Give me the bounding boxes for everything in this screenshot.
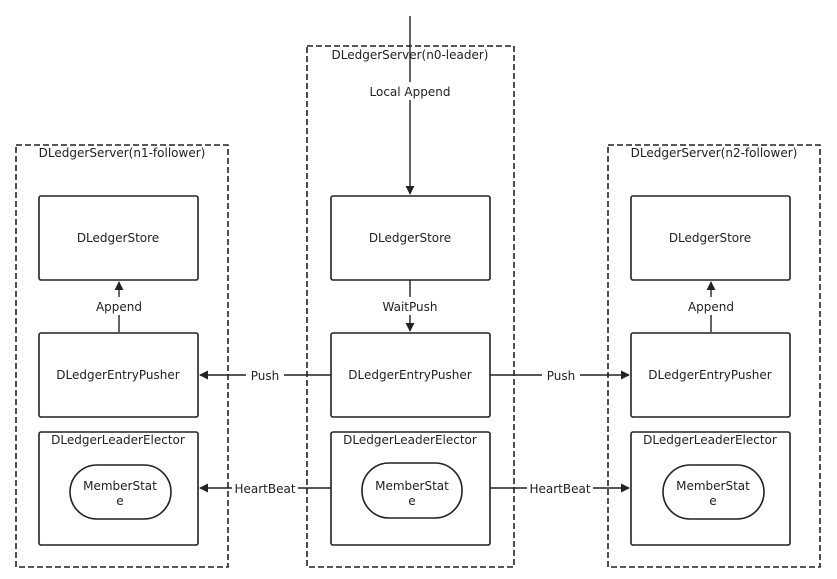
follower2-member-state-line1: MemberStat [676, 479, 750, 493]
append-left-label: Append [96, 300, 142, 314]
follower2-member-state-line2: e [709, 494, 716, 508]
follower2-elector-label: DLedgerLeaderElector [643, 433, 777, 447]
server-follower1-container [15, 144, 229, 568]
server-follower2-title: DLedgerServer(n2-follower) [631, 146, 798, 160]
heartbeat-left-label: HeartBeat [234, 482, 295, 496]
follower2-member-state [662, 464, 765, 520]
follower2-store-label: DLedgerStore [669, 231, 751, 245]
push-left-label: Push [251, 369, 280, 383]
follower2-pusher-box [630, 332, 791, 418]
append-right-label: Append [688, 300, 734, 314]
local-append-label: Local Append [370, 85, 451, 99]
leader-store-label: DLedgerStore [369, 231, 451, 245]
follower1-member-state-line2: e [116, 494, 123, 508]
follower1-pusher-box [38, 332, 199, 418]
push-right-label: Push [547, 369, 576, 383]
follower1-pusher-label: DLedgerEntryPusher [56, 368, 179, 382]
follower1-member-state [69, 464, 172, 520]
leader-pusher-label: DLedgerEntryPusher [348, 368, 471, 382]
leader-member-state [361, 462, 463, 519]
follower1-store-label: DLedgerStore [77, 231, 159, 245]
server-follower2-container [607, 144, 821, 568]
follower1-store-box [38, 195, 199, 281]
follower1-elector-label: DLedgerLeaderElector [51, 433, 185, 447]
wait-push-label: WaitPush [383, 300, 438, 314]
follower2-pusher-label: DLedgerEntryPusher [648, 368, 771, 382]
leader-member-state-line1: MemberStat [375, 479, 449, 493]
leader-elector-label: DLedgerLeaderElector [343, 433, 477, 447]
follower1-member-state-line1: MemberStat [83, 479, 157, 493]
heartbeat-right-label: HeartBeat [529, 482, 590, 496]
follower2-store-box [630, 195, 791, 281]
leader-member-state-line2: e [408, 494, 415, 508]
server-follower1-title: DLedgerServer(n1-follower) [39, 146, 206, 160]
